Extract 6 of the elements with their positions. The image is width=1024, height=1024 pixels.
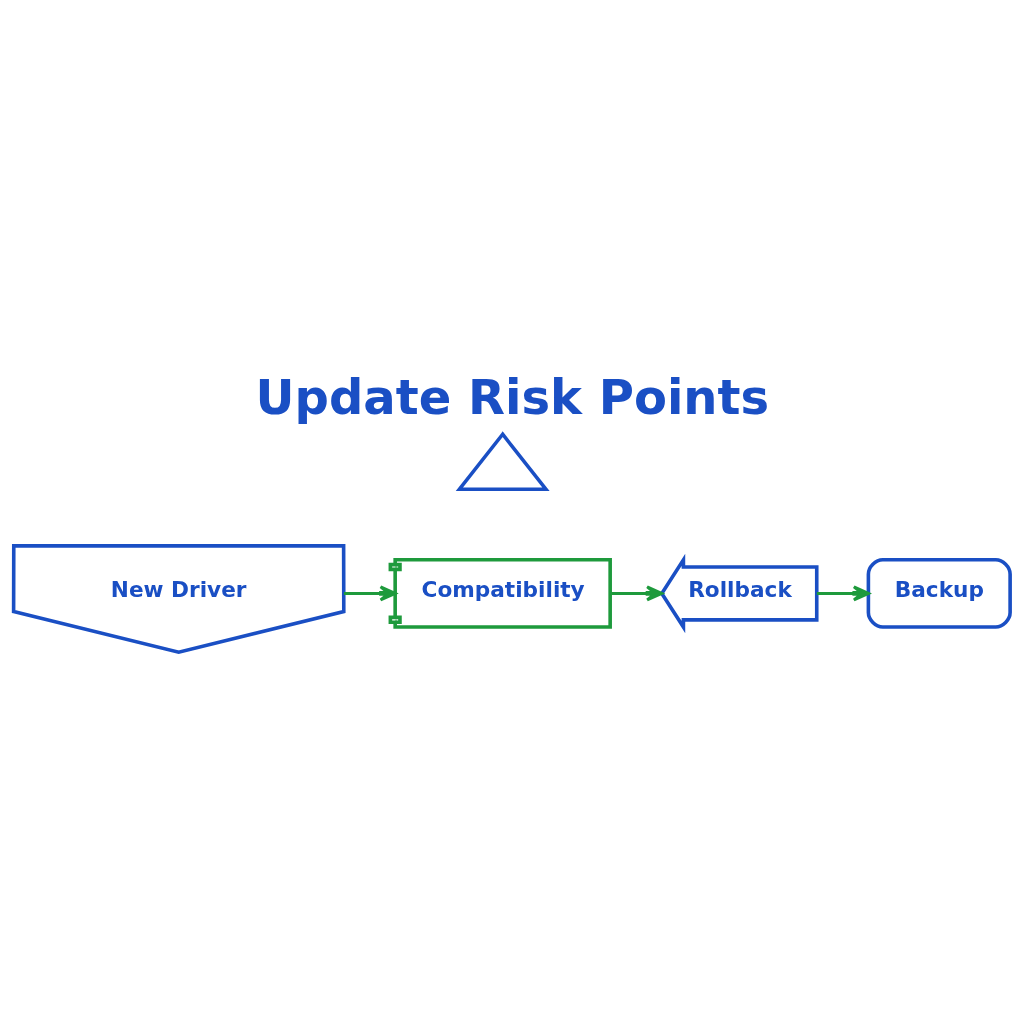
arrow (610, 585, 664, 602)
node-triangle (455, 431, 550, 491)
diagram-title: Update Risk Points (255, 368, 770, 425)
node-box: Backup (866, 557, 1012, 629)
arrow (816, 585, 870, 602)
arrow (344, 585, 397, 602)
